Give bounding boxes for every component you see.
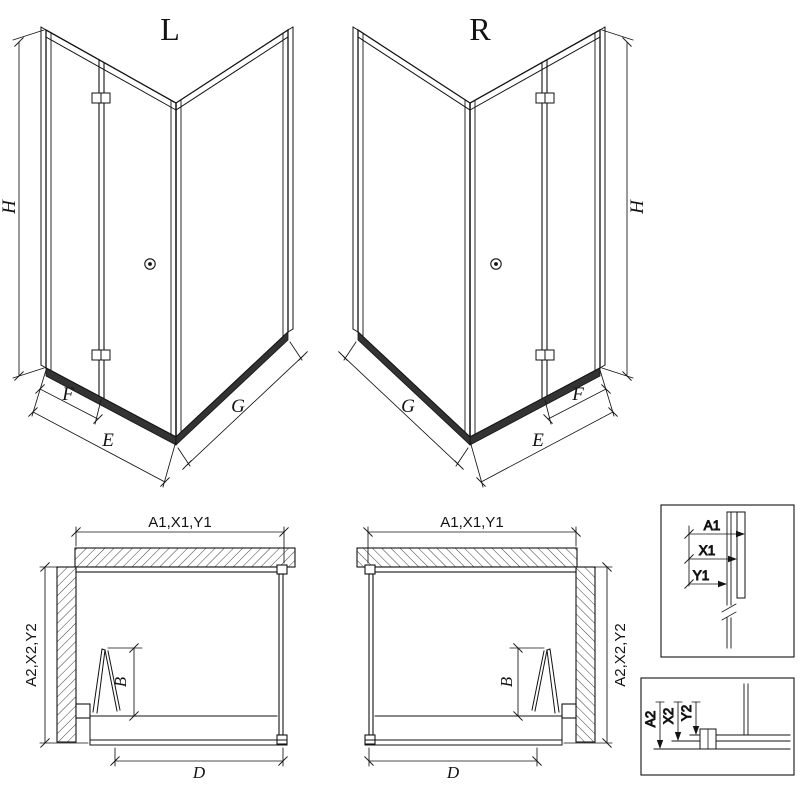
- variant-label-left: L: [160, 11, 180, 47]
- plan-left-drawing: [40, 527, 295, 766]
- dim-label-e-right: E: [531, 430, 544, 451]
- plan-right-drawing: [357, 527, 612, 766]
- dim-label-g-left: G: [231, 396, 245, 417]
- detail-top-dimensions: [684, 525, 746, 589]
- dim-label-g-right: G: [401, 396, 415, 417]
- glass-section: [743, 683, 749, 736]
- dim-label-depth-right: A2,X2,Y2: [612, 623, 629, 686]
- left-3d-drawing: [13, 27, 307, 487]
- dim-label-h-right: H: [627, 199, 648, 215]
- right-3d-view: R H F E G: [339, 11, 648, 487]
- plan-view-right: A1,X1,Y1 A2,X2,Y2 B D: [357, 514, 629, 782]
- dim-label-width-left: A1,X1,Y1: [148, 514, 211, 531]
- dim-label-b-right: B: [497, 676, 516, 687]
- detail-view-bottom: A2 X2 Y2: [640, 677, 795, 776]
- glass-section: [726, 511, 732, 649]
- variant-label-right: R: [469, 11, 491, 47]
- dim-label-x2: X2: [661, 708, 676, 725]
- dim-label-depth-left: A2,X2,Y2: [23, 623, 40, 686]
- right-3d-drawing: [339, 27, 633, 487]
- bottom-rail-section: [653, 734, 791, 750]
- dim-label-e-left: E: [101, 430, 114, 451]
- wall-profile-section: [726, 511, 746, 599]
- dim-label-d-left: D: [192, 763, 206, 782]
- break-symbol: [721, 603, 737, 621]
- detail-view-top: A1 X1 Y1: [660, 504, 795, 658]
- dim-label-y2: Y2: [679, 705, 694, 722]
- dim-label-width-right: A1,X1,Y1: [440, 514, 503, 531]
- detail-bottom-dimensions: [655, 701, 701, 750]
- dim-label-x1: X1: [699, 543, 716, 558]
- dim-label-b-left: B: [111, 676, 130, 687]
- dim-label-a1: A1: [704, 518, 721, 533]
- dim-label-d-right: D: [446, 763, 460, 782]
- dim-label-f-right: F: [571, 384, 584, 405]
- dim-label-h-left: H: [0, 199, 20, 215]
- detail-frame-top: [660, 504, 795, 658]
- detail-frame-bottom: [640, 677, 795, 776]
- left-3d-view: L H F E G: [0, 11, 307, 487]
- dim-label-a2: A2: [643, 711, 658, 728]
- dim-label-y1: Y1: [693, 568, 710, 583]
- plan-view-left: A1,X1,Y1 A2,X2,Y2 B D: [23, 514, 295, 782]
- dim-label-f-left: F: [61, 384, 74, 405]
